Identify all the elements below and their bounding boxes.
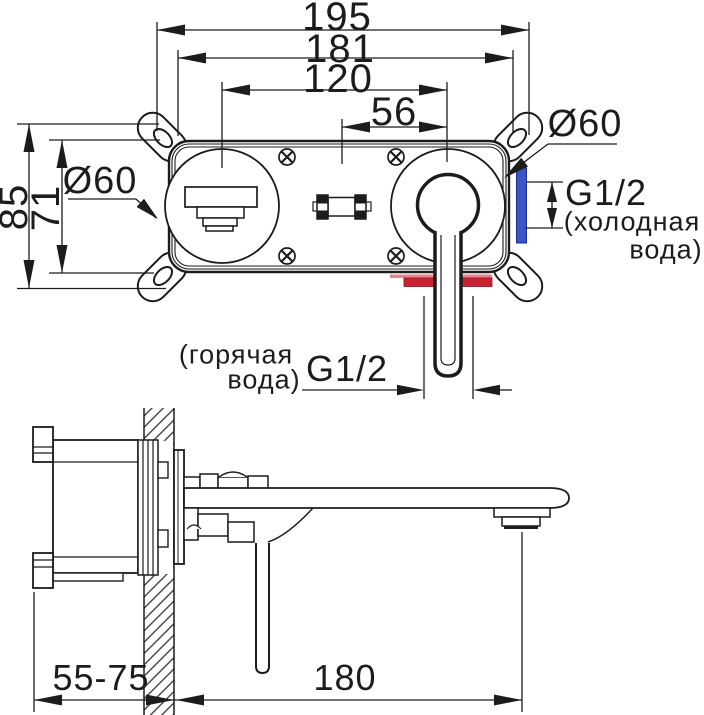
spout-port: [164, 148, 280, 264]
side-view: [32, 408, 570, 715]
wall-depth-label: 55-75: [52, 657, 150, 698]
handle-lever-top: [433, 231, 463, 378]
dim-120-label: 120: [303, 57, 373, 101]
mounting-ear-bottom-right: [492, 251, 544, 303]
dim-56-label: 56: [370, 90, 418, 134]
aerator: [493, 507, 551, 529]
cold-inlet-port: [516, 167, 527, 244]
side-view-dimensions: [33, 532, 523, 712]
spout: [183, 487, 570, 509]
hot-water-label-line2: вода): [227, 364, 301, 395]
top-view: [136, 111, 544, 378]
dim-181-label: 181: [305, 27, 375, 71]
dim-195-label: 195: [302, 0, 372, 39]
dia60-left-leader: [68, 198, 158, 219]
spout-reach-label: 180: [313, 657, 377, 698]
spout-assembly: [183, 471, 570, 529]
wall-flange: [173, 449, 185, 565]
pipe-connector: [312, 194, 372, 220]
dim-71-label: 71: [24, 184, 68, 232]
handle-port: [390, 148, 506, 378]
collar-through-wall: [137, 439, 169, 576]
screw-icon: [278, 148, 405, 265]
cold-g12-label: G1/2: [564, 172, 648, 213]
dia60-right-label: Ø60: [547, 103, 623, 145]
dia60-left-label: Ø60: [62, 160, 138, 202]
handle-lever-side: [255, 543, 270, 675]
hot-g12-label: G1/2: [305, 348, 389, 389]
cold-water-label-line2: вода): [629, 234, 703, 265]
dia60-right-leader: [504, 143, 617, 178]
cold-water-label-line1: (холодная: [563, 206, 701, 237]
hot-water-label-line1: (горячая: [178, 339, 294, 370]
handle-assembly: [183, 507, 314, 675]
rough-in-box-side: [32, 426, 139, 589]
top-view-dimensions: [17, 22, 617, 399]
hot-g12-dimension: [302, 296, 512, 399]
cold-g12-dimension: [525, 181, 563, 229]
